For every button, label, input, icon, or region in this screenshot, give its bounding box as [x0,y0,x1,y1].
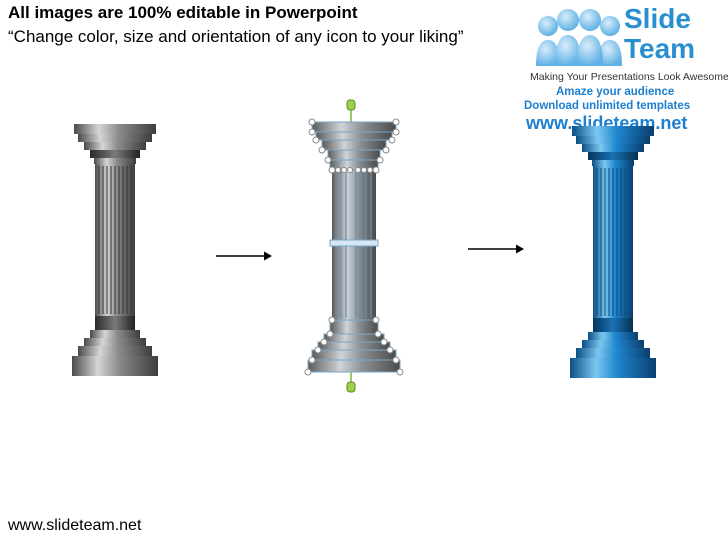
gray-pillar-image [72,124,158,376]
slide-subtitle: “Change color, size and orientation of a… [8,27,464,46]
logo-wordmark-team: Team [624,33,696,64]
right-arrow-icon [216,251,272,261]
slideteam-logo[interactable]: Slide Team Making Your Presentations Loo… [516,0,728,138]
logo-tagline: Making Your Presentations Look Awesome [530,71,728,83]
right-arrow-icon [468,244,524,254]
slide-title: All images are 100% editable in Powerpoi… [8,3,358,22]
footer-website-link[interactable]: www.slideteam.net [8,517,142,534]
promo-line-1: Amaze your audience [556,86,675,98]
logo-wordmark-slide: Slide [624,3,691,34]
people-group-icon [536,9,622,66]
promo-line-2: Download unlimited templates [524,100,691,112]
blue-pillar-image [570,126,656,378]
selected-pillar-with-edit-points[interactable] [300,96,410,406]
